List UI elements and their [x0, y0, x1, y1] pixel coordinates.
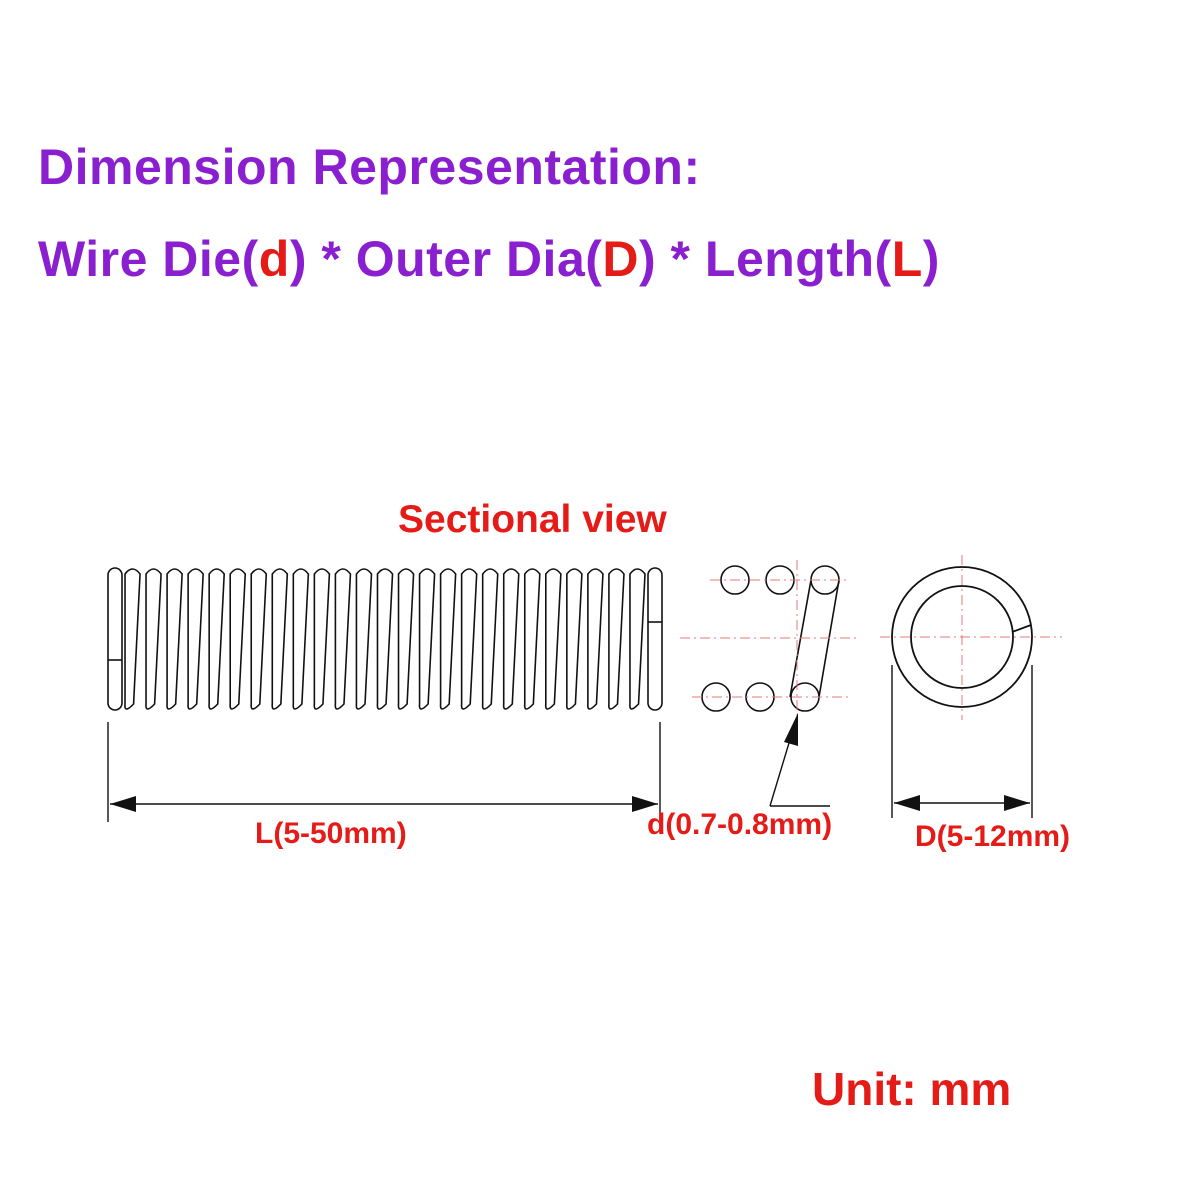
spring-end-right [647, 567, 663, 711]
length-label: L(5-50mm) [255, 817, 407, 850]
spring-end-view [891, 566, 1033, 708]
spring-coil [481, 568, 499, 710]
heading-line-2: Wire Die(d) * Outer Dia(D) * Length(L) [38, 230, 940, 288]
heading-part-close: ) [922, 231, 940, 287]
spring-side-view [107, 567, 663, 711]
wire-end-mark [1011, 624, 1032, 633]
arrow-head [894, 795, 920, 811]
arrow-head [110, 796, 136, 812]
spring-coil [124, 568, 141, 710]
spring-coil [629, 568, 646, 710]
heading-part-outer: ) * Outer Dia( [289, 231, 603, 287]
leader-line [769, 732, 793, 807]
spring-end-left [107, 567, 123, 711]
heading-part-length: ) * Length( [639, 231, 892, 287]
wire-diameter-leader [769, 713, 830, 807]
spring-coil [502, 568, 520, 710]
outer-diameter-label: D(5-12mm) [915, 820, 1071, 853]
spring-coil [397, 568, 415, 710]
arrow-head [632, 796, 658, 812]
outer-circle [891, 566, 1033, 708]
spring-coil [229, 568, 247, 710]
spring-coil [250, 568, 268, 710]
spring-coil [334, 568, 352, 710]
length-dimension [107, 722, 661, 822]
arrow-head [1004, 795, 1030, 811]
spring-coil [208, 568, 226, 710]
heading-part-wire: Wire Die( [38, 231, 259, 287]
spring-coil [439, 568, 457, 710]
arrow-head [784, 713, 798, 746]
heading-line-1: Dimension Representation: [38, 139, 701, 195]
outer-diameter-dimension [891, 665, 1033, 818]
spring-coil [523, 568, 541, 710]
spring-coil [145, 568, 162, 710]
unit-label: Unit: mm [812, 1063, 1012, 1115]
heading-symbol-L: L [891, 231, 923, 287]
spring-coil [187, 568, 204, 710]
spring-coil [418, 568, 436, 710]
spring-coil [544, 568, 562, 710]
spring-coil [565, 568, 583, 710]
spring-coil [587, 568, 604, 710]
spring-coil [313, 568, 331, 710]
wire-section-circle [720, 565, 750, 595]
spring-coil [292, 568, 310, 710]
spring-coil [608, 568, 625, 710]
heading-symbol-d: d [258, 231, 290, 287]
wire-diameter-label: d(0.7-0.8mm) [647, 808, 833, 841]
spring-coil [271, 568, 289, 710]
spring-coil [355, 568, 373, 710]
heading-symbol-D: D [602, 231, 640, 287]
spring-coil [460, 568, 478, 710]
section-title: Sectional view [398, 498, 667, 541]
end-view-centerlines [880, 555, 1062, 720]
spring-coil [166, 568, 183, 710]
section-centerlines [680, 560, 860, 718]
spring-coil [376, 568, 394, 710]
inner-circle [910, 585, 1014, 689]
